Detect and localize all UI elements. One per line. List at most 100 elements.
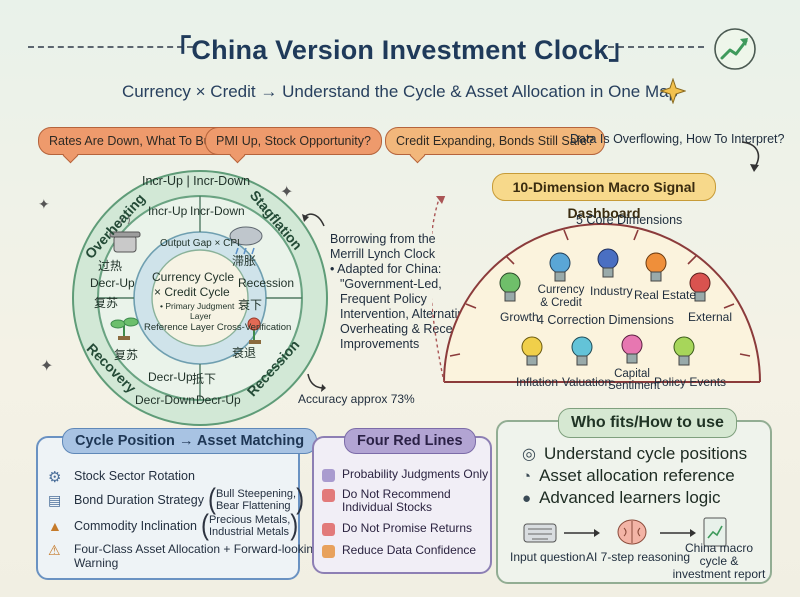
quadrant-cn-low: 抵下 [192, 372, 217, 386]
report-icon [703, 517, 727, 547]
note-line: Merrill Lynch Clock [330, 247, 436, 261]
correction-label-policy-events: Policy Events [654, 375, 727, 389]
cycle-item: ▲ Commodity Inclination ( Precious Metal… [48, 509, 299, 542]
quadrant-cn-recovery-2: 复苏 [114, 348, 139, 362]
cycle-item-label: Commodity Inclination [74, 519, 197, 533]
merrill-note: Borrowing from the Merrill Lynch Clock •… [330, 232, 490, 352]
center-line-4: Layer [190, 311, 212, 321]
binoculars-icon: ◎ [522, 446, 536, 463]
question-bubble-rates: Rates Are Down, What To Buy? [38, 127, 235, 155]
cycle-item-label: Bond Duration Strategy [74, 493, 204, 507]
title-left-rule [28, 46, 193, 48]
quadrant-cn-recovery-1: 复苏 [94, 296, 119, 310]
accuracy-arrow-icon [307, 373, 326, 392]
pie-chart-icon: ◔ [522, 467, 532, 485]
brain-icon [617, 519, 647, 545]
red-line-item: Probability Judgments Only [322, 468, 488, 482]
quadrant-decr-up-bottom: Decr-Up [148, 370, 193, 384]
question-bubble-pmi: PMI Up, Stock Opportunity? [205, 127, 382, 155]
workflow-diagram [523, 517, 727, 547]
red-line-item: Do Not Recommend Individual Stocks [322, 488, 482, 514]
dashboard-title: 10-Dimension Macro Signal Dashboard [492, 173, 716, 221]
center-line-2: × Credit Cycle [154, 285, 230, 299]
bulb-inflation-icon [520, 336, 544, 373]
red-line-item: Reduce Data Confidence [322, 544, 476, 558]
cycle-item-label: Four-Class Asset Allocation + Forward-lo… [74, 542, 320, 556]
investment-clock-diagram [72, 170, 328, 426]
bulb-policy-events-icon [672, 336, 696, 373]
who-fits-title: Who fits/How to use [558, 408, 737, 438]
bulb-currency-credit-icon [548, 252, 572, 289]
star-icon: ✦ [40, 358, 54, 375]
inner-ring-bottom: Reference Layer Cross-Verification [144, 322, 292, 333]
correction-label-capital-sentiment: Capital Sentiment [608, 368, 660, 392]
cycle-item: ⚠ Four-Class Asset Allocation + Forward-… [48, 542, 320, 570]
quadrant-recession: Recession [238, 276, 295, 290]
magnifier-icon [322, 545, 335, 558]
red-lines-title: Four Red Lines [344, 428, 476, 454]
note-arrow-icon [302, 213, 325, 227]
red-line-label: Do Not Promise Returns [342, 521, 473, 535]
quadrant-incr-down: Incr-Down [190, 204, 245, 218]
star-icon: ✦ [280, 184, 294, 201]
cycle-item-note: Industrial Metals [208, 526, 290, 538]
bulb-growth-icon [498, 272, 522, 309]
correction-label-valuation: Valuation [562, 375, 612, 389]
flow-report: China macro cycle & investment report [672, 541, 766, 581]
title-right-rule [608, 46, 704, 48]
clock-label-bottom-2: Decr-Up [196, 393, 241, 407]
inner-ring-top: Output Gap × CPI [160, 238, 240, 249]
cycle-item-label: Warning [74, 556, 119, 570]
growth-chart-icon [714, 28, 756, 70]
learner-icon: ● [522, 489, 532, 507]
no-money-icon [322, 523, 335, 536]
question-bubble-credit: Credit Expanding, Bonds Still Safe? [385, 127, 606, 155]
stagflation-cloud-icon [229, 226, 263, 255]
quadrant-cn-overheat: 过热 [98, 259, 123, 273]
red-line-label: Do Not Recommend Individual Stocks [342, 487, 451, 514]
who-item: ◔ Asset allocation reference [522, 466, 735, 486]
flow-reasoning: AI 7-step reasoning [586, 550, 691, 564]
flow-input: Input question [510, 550, 586, 564]
cycle-panel-title: Cycle Position → Asset Matching [62, 428, 318, 454]
correction-label-inflation: Inflation [516, 375, 559, 389]
bulb-valuation-icon [570, 336, 594, 373]
note-line: • Adapted for China: [330, 262, 442, 276]
red-lines-panel [312, 436, 492, 574]
quadrant-decr-up-left: Decr-Up [90, 276, 135, 290]
who-item: ◎ Understand cycle positions [522, 444, 747, 464]
quadrant-cn-recession: 衰退 [232, 346, 257, 360]
cycle-item-label: Stock Sector Rotation [74, 469, 195, 483]
note-line: Borrowing from the [330, 232, 436, 246]
mountain-icon: ▲ [48, 518, 62, 534]
core-label-growth: Growth [500, 310, 539, 324]
gear-icon: ⚙ [48, 469, 62, 486]
core-label-currency-credit: Currency & Credit [537, 284, 585, 309]
quadrant-cn-stagflation: 滞胀 [232, 254, 257, 268]
note-line: Improvements [340, 337, 420, 351]
clock-label-top: Incr-Up | Incr-Down [142, 174, 251, 188]
recession-flower-icon [247, 317, 261, 344]
note-line: "Government-Led, [340, 277, 442, 291]
certificate-icon: ▤ [48, 492, 62, 508]
core-label-real-estate: Real Estate [634, 288, 697, 302]
cycle-asset-panel [36, 436, 300, 580]
red-line-item: Do Not Promise Returns [322, 522, 472, 536]
cycle-item-note: Bull Steepening, [215, 488, 297, 500]
warning-icon: ⚠ [48, 542, 61, 558]
sparkle-icon [660, 78, 686, 104]
red-line-label: Reduce Data Confidence [342, 543, 477, 557]
bulb-real-estate-icon [644, 252, 668, 289]
cycle-item-note: Precious Metals, [208, 514, 291, 526]
cycle-item-note: Bear Flattening [215, 500, 291, 512]
page-title: 「China Version Investment Clock」 [164, 35, 636, 65]
no-chart-icon [322, 489, 335, 502]
cycle-item: ▤ Bond Duration Strategy ( Bull Steepeni… [48, 483, 305, 516]
note-line: Intervention, Alternating [340, 307, 472, 321]
question-text-data: Data Is Overflowing, How To Interpret? [570, 132, 785, 146]
overheating-pot-icon [109, 215, 141, 253]
red-line-label: Probability Judgments Only [342, 467, 489, 481]
correction-dimensions-label: 4 Correction Dimensions [537, 313, 674, 327]
core-label-industry: Industry [590, 284, 633, 298]
core-label-external: External [688, 310, 733, 324]
